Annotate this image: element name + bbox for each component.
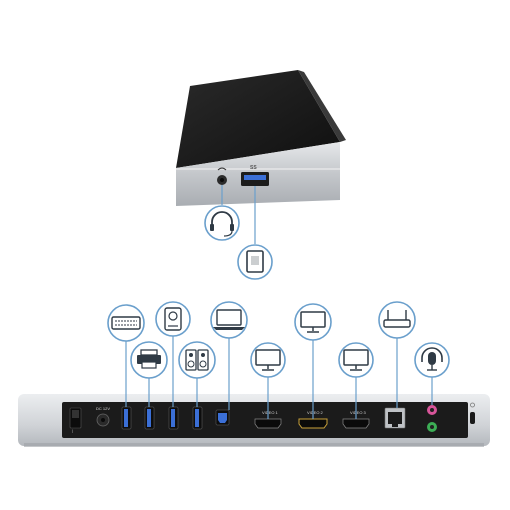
mic-jack [427, 405, 437, 415]
connector-lines [125, 336, 433, 419]
monitor-icon [338, 342, 374, 378]
hdmi-port-2: VIDEO 2 [298, 410, 328, 429]
rear-usb-port [121, 406, 132, 430]
keyboard-icon [107, 304, 145, 342]
svg-text:VIDEO 3: VIDEO 3 [350, 410, 367, 415]
dc-power-jack: DC 12V [96, 406, 110, 427]
rear-usb-port [192, 406, 203, 430]
svg-text:VIDEO 1: VIDEO 1 [262, 410, 279, 415]
dock-top-surface [176, 70, 340, 168]
rear-usb-port [168, 406, 179, 430]
front-usb-label: SS [250, 165, 257, 171]
tablet-icon [237, 244, 273, 280]
headset-icon [204, 205, 240, 241]
svg-text:|: | [72, 428, 73, 433]
speakers-icon [178, 341, 216, 379]
front-usb-port: SS [241, 165, 269, 186]
monitor-icon [294, 303, 332, 341]
rear-usb-port [144, 406, 155, 430]
headset-mic-icon [414, 342, 450, 378]
hdmi-port-3: VIDEO 3 [342, 410, 370, 429]
ethernet-port [384, 407, 406, 429]
external-drive-icon [155, 301, 191, 337]
monitor-icon [250, 342, 286, 378]
printer-icon [130, 341, 168, 379]
dock-top-ridge [298, 70, 346, 142]
dock-front-view: SS [176, 70, 346, 280]
svg-text:VIDEO 2: VIDEO 2 [307, 410, 324, 415]
laptop-icon [210, 301, 248, 339]
dock-rear-view: | DC 12V VIDEO 1 VIDEO 2 VIDEO 3 [18, 301, 490, 447]
security-lock-slot [470, 402, 475, 424]
power-switch: | [69, 407, 82, 433]
usb-b-upstream-port [215, 409, 230, 426]
hdmi-port-1: VIDEO 1 [254, 410, 282, 429]
front-audio-jack [217, 167, 227, 185]
ethernet-router-icon [378, 301, 416, 339]
audio-out-jack [427, 422, 437, 432]
power-rating-label: DC 12V [96, 406, 110, 411]
